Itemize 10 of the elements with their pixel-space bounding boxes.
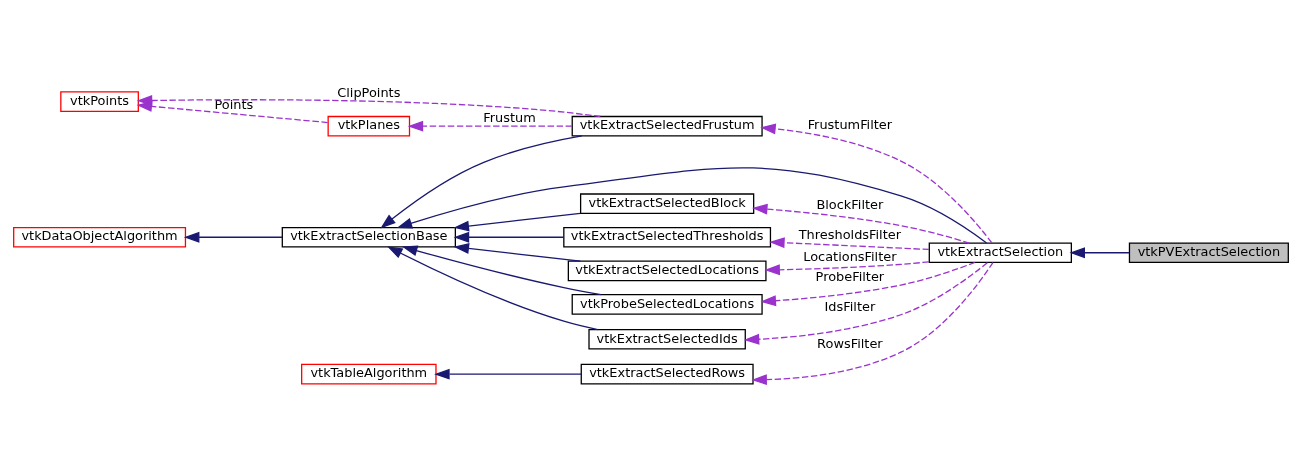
edge-label: IdsFilter bbox=[824, 298, 876, 314]
edge-label: FrustumFilter bbox=[807, 116, 893, 132]
edge-label: Frustum bbox=[483, 109, 536, 125]
edge-label: RowsFilter bbox=[817, 335, 883, 351]
edge-label: ThresholdsFilter bbox=[798, 226, 902, 242]
edge-label: ProbeFilter bbox=[815, 268, 885, 284]
edge-label: BlockFilter bbox=[816, 196, 884, 212]
edge-label: LocationsFilter bbox=[803, 248, 897, 264]
edge-label: ClipPoints bbox=[337, 84, 401, 99]
edge-label: Points bbox=[214, 96, 254, 112]
